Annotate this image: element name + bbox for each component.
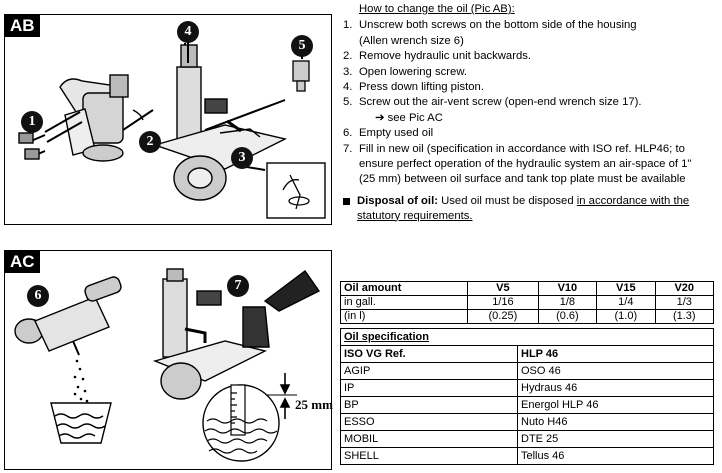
table-caption-row: Oil specification [340,328,714,346]
disposal-text: Used oil must be disposed [437,195,577,207]
callout-3: 3 [231,147,253,169]
list-item: 7.Fill in new oil (specification in acco… [343,142,685,155]
table-cell: in gall. [339,295,469,310]
table-cell: (in l) [339,309,469,324]
table-header-cell: HLP 46 [517,345,714,363]
table-row: AGIP OSO 46 [340,362,714,380]
table-row: BP Energol HLP 46 [340,396,714,414]
table-cell: 1/4 [596,295,656,310]
disposal-requirements-1: in accordance with the [576,195,690,207]
table-header-cell: Oil amount [339,281,469,296]
callout-4: 4 [177,21,199,43]
table-cell: 1/16 [467,295,539,310]
table-row: ESSO Nuto H46 [340,413,714,431]
callout-2: 2 [139,131,161,153]
disposal-label: Disposal of oil: [357,195,438,207]
table-cell: SHELL [340,447,518,465]
table-cell: DTE 25 [517,430,714,448]
table-cell: ESSO [340,413,518,431]
table-header-cell: V20 [654,281,715,296]
instructions-heading: How to change the oil (Pic AB): [359,3,515,15]
callout-1: 1 [21,111,43,133]
table-row: SHELL Tellus 46 [340,447,714,465]
oil-disposal-note: Disposal of oil: Used oil must be dispos… [343,194,722,223]
hydraulic-unit-removal-illustration [18,41,326,219]
panel-ab-tag: AB [5,15,40,37]
table-row: (in l) (0.25) (0.6) (1.0) (1.3) [339,309,715,324]
oil-specification-table: Oil specification ISO VG Ref. HLP 46 AGI… [340,328,714,465]
table-cell: 1/3 [654,295,715,310]
list-item: 2.Remove hydraulic unit backwards. [343,50,532,63]
table-cell: Hydraus 46 [517,379,714,397]
air-space-measure-label: 25 mm [295,397,333,412]
table-cell: MOBIL [340,430,518,448]
table-cell: BP [340,396,518,414]
disposal-requirements-2: statutory requirements. [357,209,473,222]
bullet-square-icon [343,198,350,205]
panel-ac: AC [4,250,333,470]
callout-6: 6 [27,285,49,307]
table-cell: (1.0) [596,309,656,324]
oil-amount-table: Oil amount V5 V10 V15 V20 in gall. 1/16 … [339,281,715,324]
table-cell: 1/8 [537,295,598,310]
list-item: 3.Open lowering screw. [343,65,467,78]
oil-change-illustration [14,268,321,462]
list-item: (25 mm) between oil surface and tank top… [359,173,686,186]
table-caption: Oil specification [340,328,714,346]
list-item: ensure perfect operation of the hydrauli… [359,158,692,171]
callout-5: 5 [291,35,313,57]
table-cell: (1.3) [654,309,715,324]
oil-change-instructions: How to change the oil (Pic AB): 1.Unscre… [343,2,715,188]
list-item: (Allen wrench size 6) [359,34,464,47]
table-header-cell: V5 [467,281,539,296]
panel-ac-tag: AC [5,251,40,273]
table-cell: Tellus 46 [517,447,714,465]
table-header-row: ISO VG Ref. HLP 46 [340,345,714,363]
table-cell: Energol HLP 46 [517,396,714,414]
table-row: IP Hydraus 46 [340,379,714,397]
table-header-cell: V10 [537,281,598,296]
table-cell: Nuto H46 [517,413,714,431]
table-header-cell: V15 [596,281,656,296]
table-header-cell: ISO VG Ref. [340,345,518,363]
table-cell: OSO 46 [517,362,714,380]
table-cell: (0.25) [467,309,539,324]
list-item: 4.Press down lifting piston. [343,81,484,94]
list-item: 6.Empty used oil [343,127,434,140]
table-cell: IP [340,379,518,397]
table-header-row: Oil amount V5 V10 V15 V20 [339,281,715,296]
table-row: MOBIL DTE 25 [340,430,714,448]
list-item: 1.Unscrew both screws on the bottom side… [343,19,637,32]
table-row: in gall. 1/16 1/8 1/4 1/3 [339,295,715,310]
table-cell: (0.6) [537,309,598,324]
instructions-list: 1.Unscrew both screws on the bottom side… [343,18,715,187]
see-pic-ac-reference: ➔ see Pic AC [375,111,443,124]
list-item: 5.Screw out the air-vent screw (open-end… [343,96,642,109]
table-cell: AGIP [340,362,518,380]
callout-7: 7 [227,275,249,297]
panel-ab: AB [4,14,332,225]
